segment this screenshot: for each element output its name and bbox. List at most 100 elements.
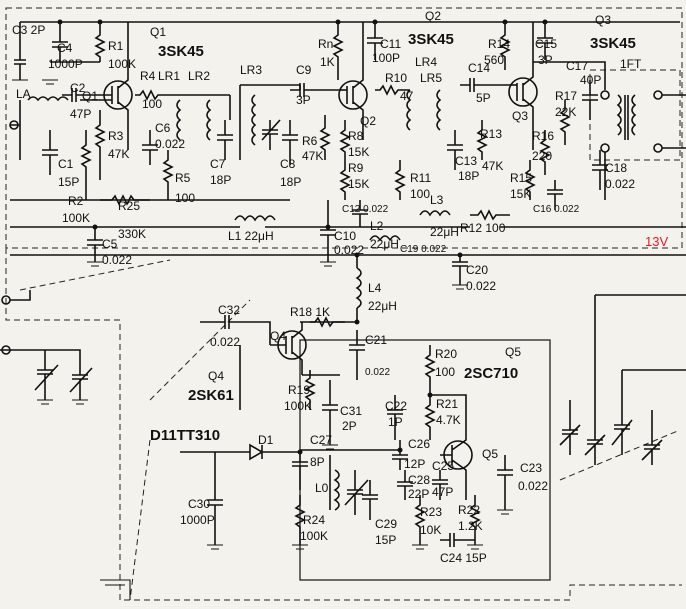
q1-pin-label: Q1	[82, 89, 98, 103]
c25-capacitor	[432, 470, 448, 500]
r16-resistor	[539, 130, 551, 175]
c17-value: 40P	[580, 73, 601, 87]
c24-label: C24 15P	[440, 551, 487, 565]
r10-resistor	[375, 84, 410, 96]
labels: 3SK45 Q1 3SK45 Q2 3SK45 Q3 2SK61 Q4 2SC7…	[12, 9, 668, 565]
r2-label: R2	[68, 194, 84, 208]
r21-value: 4.7K	[436, 413, 461, 427]
lr1-label: LR1	[158, 69, 180, 83]
trimmer-2	[584, 434, 606, 465]
c28-label: C28	[408, 473, 430, 487]
d1-diode	[240, 443, 300, 461]
c26-label: C26	[408, 437, 430, 451]
c7-capacitor	[217, 120, 233, 160]
c13-capacitor	[447, 130, 463, 170]
l3-value: 22μH	[430, 225, 459, 239]
r13-value: 47K	[482, 159, 503, 173]
c10-capacitor	[320, 200, 336, 262]
varicap	[344, 470, 369, 515]
c6-capacitor	[142, 130, 158, 165]
r15-value: 15K	[510, 187, 531, 201]
r18-resistor	[310, 316, 345, 328]
lr5-label: LR5	[420, 71, 442, 85]
r12-label: R12 100	[460, 221, 506, 235]
r24-value: 100K	[300, 529, 328, 543]
c23-label: C23	[520, 461, 542, 475]
c13-value: 18P	[458, 169, 479, 183]
c14-value: 5P	[476, 91, 491, 105]
l3-coil	[419, 210, 451, 217]
r21-label: R21	[436, 397, 458, 411]
q5-pin-label: Q5	[482, 447, 498, 461]
lr3-coil	[251, 94, 257, 146]
c18-label: C18	[605, 161, 627, 175]
c21-label: C21	[365, 333, 387, 347]
r6-label: R6	[302, 134, 318, 148]
c5-label: C5	[102, 237, 118, 251]
lr1-coil	[176, 99, 182, 141]
c8-capacitor	[282, 120, 298, 165]
r21-resistor	[424, 395, 436, 440]
c32-capacitor	[200, 315, 271, 345]
lr3-label: LR3	[240, 63, 262, 77]
c27-capacitor	[292, 450, 308, 490]
rf-section-shield	[5, 7, 683, 249]
c31-value: 2P	[342, 419, 357, 433]
r16-label: R16	[532, 129, 554, 143]
c3-label: C3 2P	[12, 23, 45, 37]
c16-label: C16 0.022	[533, 204, 580, 215]
c25-value: 47P	[432, 485, 453, 499]
lr1-lr2-stage	[135, 89, 233, 200]
r3-label: R3	[108, 129, 124, 143]
left-trimmers	[0, 290, 93, 400]
l0-coil	[333, 469, 340, 511]
r1-label: R1	[108, 39, 124, 53]
c19-label: C19 0.022	[400, 244, 447, 255]
c9-label: C9	[296, 63, 312, 77]
c23-value: 0.022	[518, 479, 548, 493]
q1-type-label: 3SK45	[158, 43, 204, 60]
q4-ref-label: Q4	[208, 369, 224, 383]
c1-capacitor	[42, 130, 58, 175]
r14-label: R14	[488, 37, 510, 51]
r3-resistor	[94, 110, 106, 180]
c29-label: C29	[375, 517, 397, 531]
rn-label: Rn	[318, 37, 333, 51]
l4-value: 22μH	[368, 299, 397, 313]
c7-value: 18P	[210, 173, 231, 187]
r23-value: 10K	[420, 523, 441, 537]
c13-label: C13	[455, 154, 477, 168]
c5-value: 0.022	[102, 253, 132, 267]
r5-value: 100	[175, 191, 195, 205]
c27-label: C27	[310, 433, 332, 447]
r23-label: R23	[420, 505, 442, 519]
c18-value: 0.022	[605, 177, 635, 191]
c7-label: C7	[210, 157, 226, 171]
r13-resistor	[476, 120, 488, 160]
r25-value: 330K	[118, 227, 146, 241]
q3-pin-label: Q3	[512, 109, 528, 123]
r17-resistor	[559, 100, 571, 145]
c15-value: 3P	[538, 53, 553, 67]
r1-value: 100K	[108, 57, 136, 71]
q2-pin-label: Q2	[360, 114, 376, 128]
r17-value: 22K	[555, 105, 576, 119]
r13-label: R13	[480, 127, 502, 141]
d1-varactor	[180, 443, 300, 545]
c30-label: C30	[188, 497, 210, 511]
r9-label: R9	[348, 161, 364, 175]
c2-value: 47P	[70, 107, 91, 121]
c28-value: 22P	[408, 487, 429, 501]
r6-resistor	[319, 115, 331, 160]
c22-value: 1P	[388, 415, 403, 429]
r14-value: 560	[484, 53, 504, 67]
c31-capacitor	[322, 380, 338, 445]
l1-coil	[234, 215, 276, 222]
r5-resistor	[162, 150, 174, 200]
mixer-section-shield	[5, 248, 682, 601]
c28-capacitor	[397, 470, 413, 500]
c21-capacitor	[349, 330, 365, 380]
c20-value: 0.022	[466, 279, 496, 293]
r17-label: R17	[555, 89, 577, 103]
